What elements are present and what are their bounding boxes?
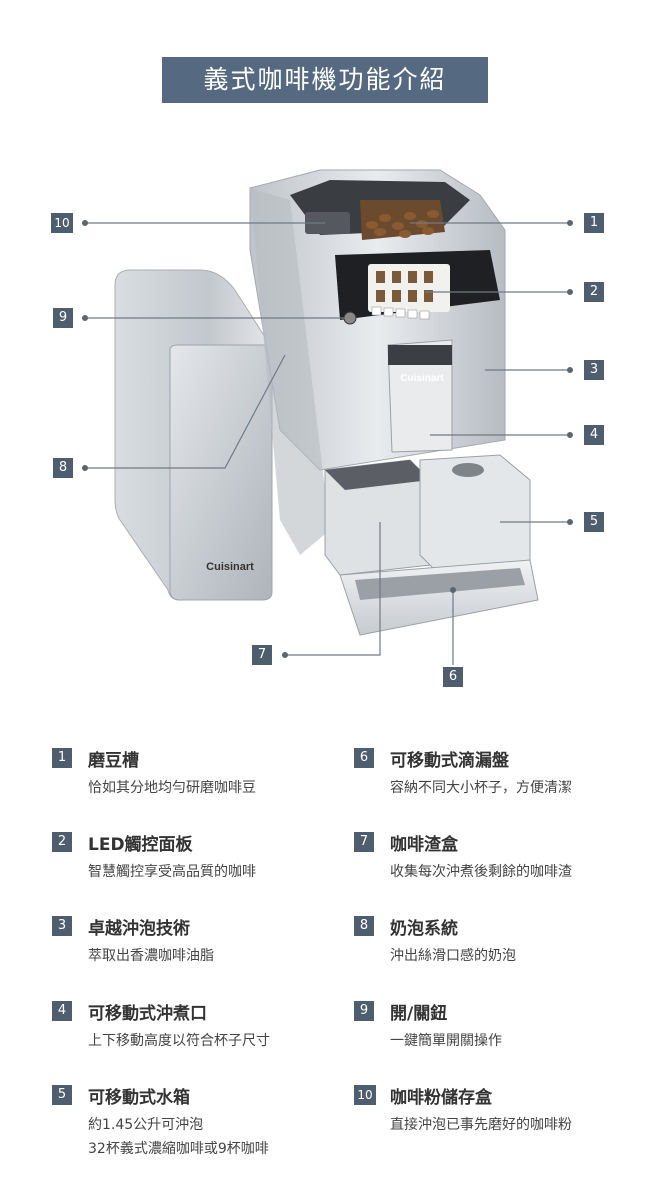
feature-desc: 直接沖泡已事先磨好的咖啡粉: [390, 1117, 572, 1133]
feature-desc: 約1.45公升可沖泡: [88, 1117, 204, 1133]
feature-number: 6: [354, 748, 374, 768]
feature-title: LED觸控面板: [88, 835, 193, 855]
feature-number: 4: [52, 1001, 72, 1021]
feature-number: 1: [52, 748, 72, 768]
espresso-machine: Cuisinart: [249, 169, 539, 636]
product-illustration: Cuisinart: [82, 169, 573, 665]
callout-10: 10: [51, 213, 73, 233]
feature-desc: 沖出絲滑口感的奶泡: [390, 948, 516, 964]
feature-title: 可移動式滴漏盤: [390, 751, 509, 771]
feature-title: 可移動式沖煮口: [88, 1004, 207, 1024]
callout-4: 4: [584, 425, 604, 445]
callout-1: 1: [584, 213, 604, 233]
callout-8: 8: [53, 458, 73, 478]
callout-5: 5: [584, 512, 604, 532]
callout-3: 3: [584, 360, 604, 380]
callout-6: 6: [443, 667, 463, 687]
feature-title: 磨豆槽: [88, 751, 139, 771]
brand-label-tank: Cuisinart: [206, 561, 254, 573]
feature-desc-line2: 32杯義式濃縮咖啡或9杯咖啡: [88, 1141, 269, 1157]
feature-title: 奶泡系統: [390, 919, 458, 939]
feature-number: 5: [52, 1085, 72, 1105]
callout-9: 9: [53, 308, 73, 328]
feature-title: 可移動式水箱: [88, 1088, 190, 1108]
water-tank: Cuisinart: [114, 269, 273, 601]
feature-number: 9: [354, 1001, 374, 1021]
feature-number: 10: [354, 1085, 376, 1105]
feature-number: 3: [52, 916, 72, 936]
feature-number: 7: [354, 832, 374, 852]
feature-number: 2: [52, 832, 72, 852]
feature-number: 8: [354, 916, 374, 936]
feature-title: 開/關鈕: [390, 1004, 448, 1024]
callout-2: 2: [584, 282, 604, 302]
feature-desc: 一鍵簡單開關操作: [390, 1033, 502, 1049]
feature-title: 卓越沖泡技術: [88, 919, 190, 939]
feature-title: 咖啡渣盒: [390, 835, 458, 855]
feature-desc: 恰如其分地均勻研磨咖啡豆: [88, 780, 256, 796]
feature-desc: 容納不同大小杯子，方便清潔: [390, 780, 572, 796]
feature-desc: 上下移動高度以符合杯子尺寸: [88, 1033, 270, 1049]
page-title: 義式咖啡機功能介紹: [162, 57, 488, 103]
brand-label-spout: Cuisinart: [400, 373, 444, 384]
callout-7: 7: [252, 645, 272, 665]
feature-desc: 智慧觸控享受高品質的咖啡: [88, 864, 256, 880]
feature-desc: 萃取出香濃咖啡油脂: [88, 948, 214, 964]
feature-desc: 收集每次沖煮後剩餘的咖啡渣: [390, 864, 572, 880]
feature-title: 咖啡粉儲存盒: [390, 1088, 492, 1108]
